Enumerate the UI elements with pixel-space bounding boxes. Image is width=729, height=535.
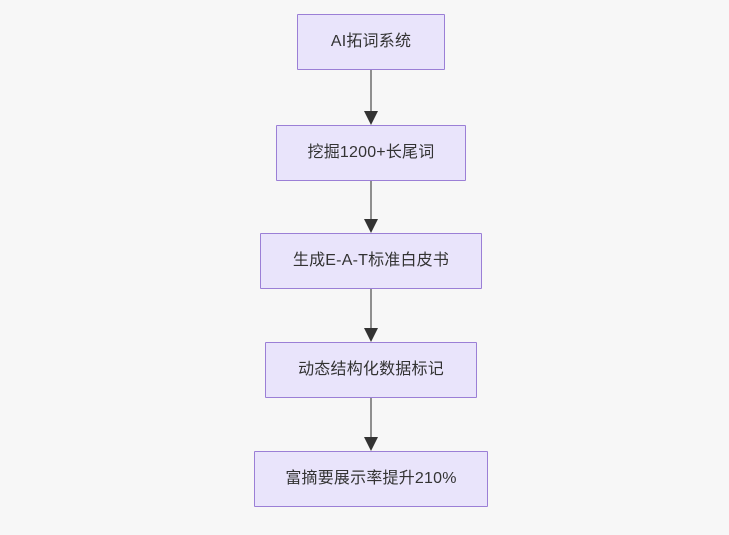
flow-node-mine-longtail-keywords[interactable]: 挖掘1200+长尾词 — [276, 125, 466, 181]
flow-node-label: 挖掘1200+长尾词 — [307, 144, 435, 162]
edge-n1-n2 — [364, 70, 378, 125]
flow-node-label: 生成E-A-T标准白皮书 — [292, 252, 450, 270]
flow-node-label: 富摘要展示率提升210% — [285, 470, 457, 488]
flow-node-label: AI拓词系统 — [330, 33, 412, 51]
flow-node-dynamic-structured-data-markup[interactable]: 动态结构化数据标记 — [265, 342, 477, 398]
edge-n4-n5 — [364, 398, 378, 451]
flow-node-rich-snippet-impression-uplift[interactable]: 富摘要展示率提升210% — [254, 451, 488, 507]
flow-node-ai-keyword-system[interactable]: AI拓词系统 — [297, 14, 445, 70]
edge-n2-n3 — [364, 181, 378, 233]
flow-node-generate-eat-whitepaper[interactable]: 生成E-A-T标准白皮书 — [260, 233, 482, 289]
edge-n3-n4 — [364, 289, 378, 342]
flow-node-label: 动态结构化数据标记 — [298, 361, 444, 379]
